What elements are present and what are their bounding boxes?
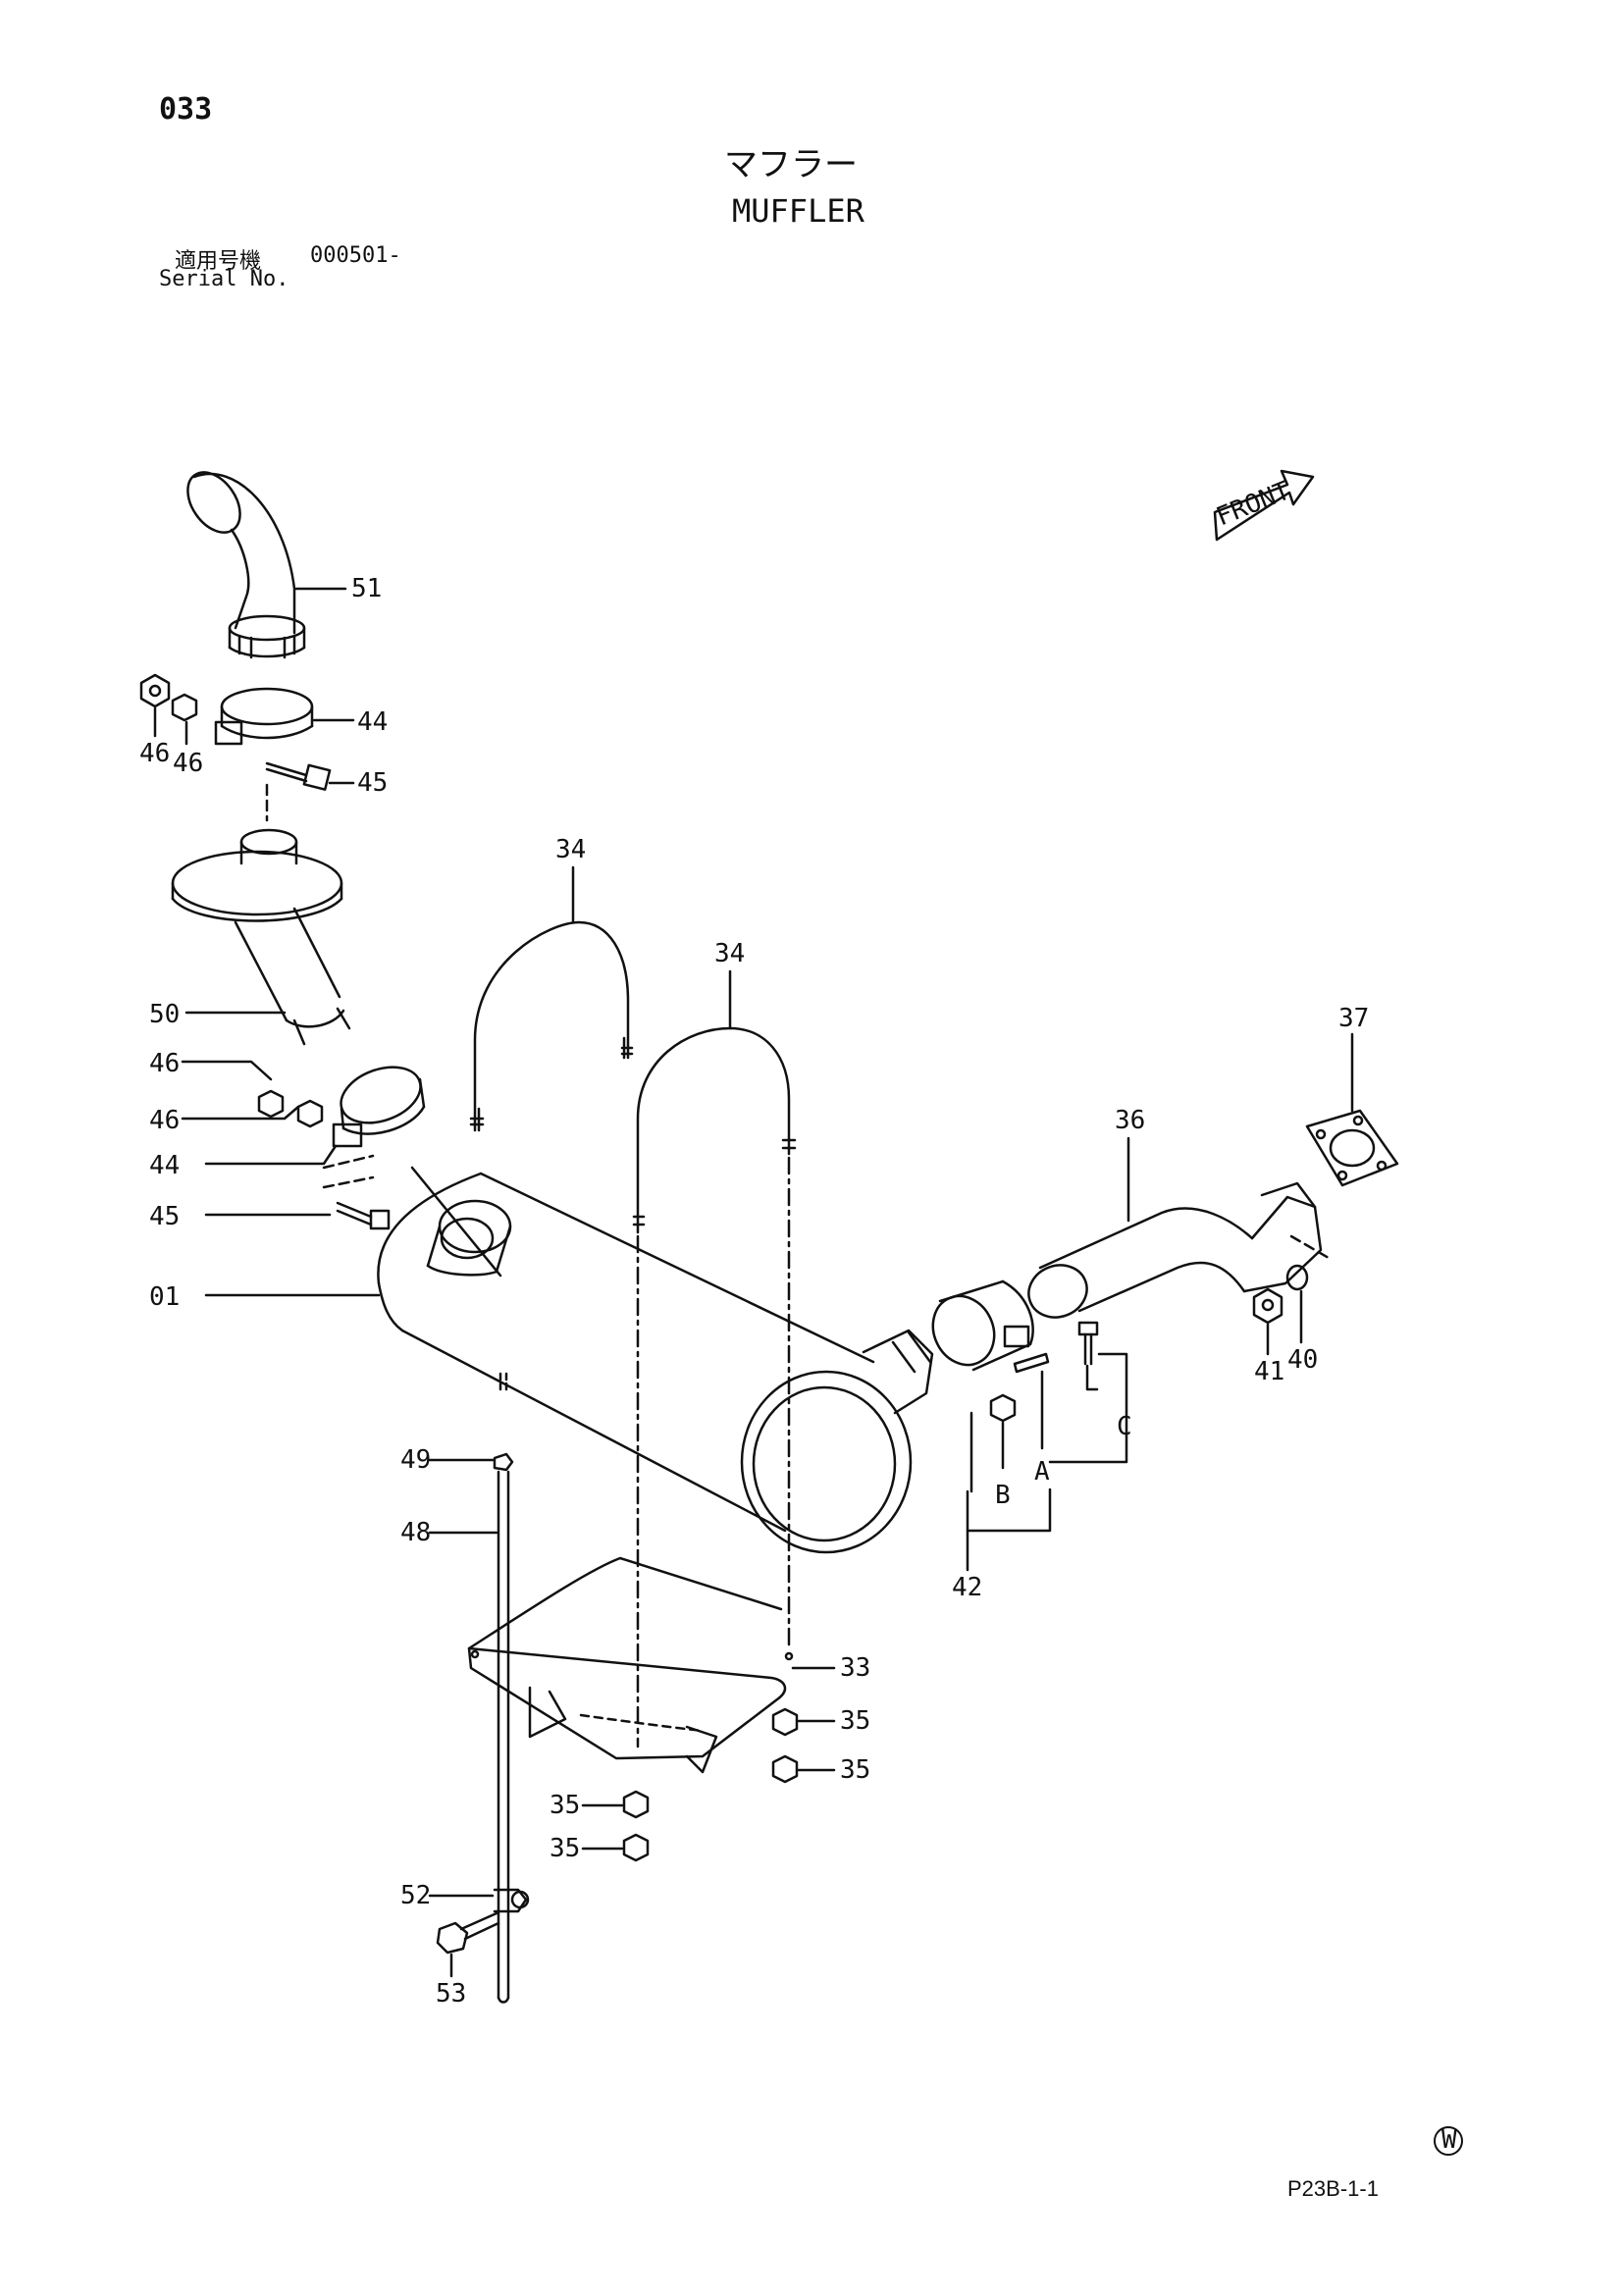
callout-45-top: 45 xyxy=(357,768,388,798)
w-mark-icon xyxy=(1434,2126,1463,2156)
callout-46-a: 46 xyxy=(139,739,170,768)
leader-46-c xyxy=(181,1060,273,1081)
callout-41: 41 xyxy=(1254,1357,1284,1386)
callout-48: 48 xyxy=(400,1518,431,1547)
nut-35-right-2 xyxy=(771,1754,799,1784)
leader-44-mid xyxy=(204,1144,338,1166)
washer-40 xyxy=(1285,1264,1309,1291)
nut-35-left-2 xyxy=(622,1833,650,1862)
drain-tube xyxy=(497,1470,510,2004)
callout-51: 51 xyxy=(351,574,382,603)
gasket xyxy=(1305,1109,1399,1187)
callout-46-d: 46 xyxy=(149,1106,180,1135)
callout-34-a: 34 xyxy=(555,835,586,864)
leader-46-d xyxy=(181,1105,300,1121)
callout-44-top: 44 xyxy=(357,707,388,737)
callout-45-mid: 45 xyxy=(149,1202,180,1231)
bolt-53 xyxy=(436,1911,500,1955)
callout-50: 50 xyxy=(149,1000,180,1029)
clamp-42 xyxy=(931,1279,1050,1374)
nut-35-left-1 xyxy=(622,1790,650,1819)
serial-label-english: Serial No. xyxy=(159,267,289,291)
callout-a: A xyxy=(1034,1457,1050,1487)
u-bolt-2 xyxy=(632,1026,797,1234)
bracket-42 xyxy=(966,1411,1052,1533)
w-mark-letter: W xyxy=(1441,2125,1457,2155)
footer-code: P23B-1-1 xyxy=(1287,2176,1379,2201)
callout-b: B xyxy=(995,1481,1011,1510)
page-number: 033 xyxy=(159,92,213,127)
clamp-mid xyxy=(332,1066,426,1148)
serial-number-value: 000501- xyxy=(310,243,401,268)
callout-42: 42 xyxy=(952,1573,982,1602)
clamp-top xyxy=(214,687,314,746)
muffler-body xyxy=(377,1166,934,1554)
u-bolt-1 xyxy=(469,920,634,1132)
callout-34-b: 34 xyxy=(714,939,745,968)
callout-46-b: 46 xyxy=(173,749,203,778)
bolt-mid xyxy=(336,1201,391,1230)
nut-42 xyxy=(989,1393,1017,1423)
callout-35-b: 35 xyxy=(840,1755,870,1785)
drain-plug xyxy=(493,1372,514,1472)
callout-35-a: 35 xyxy=(840,1706,870,1736)
callout-35-c: 35 xyxy=(550,1791,580,1820)
callout-52: 52 xyxy=(400,1881,431,1910)
title-japanese: マフラー xyxy=(724,145,858,184)
bolt-42 xyxy=(1077,1321,1099,1366)
callout-53: 53 xyxy=(436,1979,466,2009)
callout-36: 36 xyxy=(1115,1106,1145,1135)
callout-44-mid: 44 xyxy=(149,1151,180,1180)
nut-top-1 xyxy=(139,673,171,708)
nut-41 xyxy=(1252,1287,1283,1325)
exhaust-pipe xyxy=(1027,1181,1323,1319)
nut-mid-2 xyxy=(296,1099,324,1128)
flanged-outlet-pipe xyxy=(171,828,351,1046)
bolt-top xyxy=(265,761,332,791)
callout-33: 33 xyxy=(840,1653,870,1683)
nut-top-2 xyxy=(171,693,198,722)
nut-35-right-1 xyxy=(771,1707,799,1737)
guide-clamp-mid xyxy=(322,1154,375,1170)
muffler-bracket xyxy=(467,1556,794,1774)
tail-pipe-elbow xyxy=(186,471,306,659)
bracket-c xyxy=(1048,1352,1128,1464)
callout-40: 40 xyxy=(1287,1345,1318,1375)
callout-46-c: 46 xyxy=(149,1049,180,1078)
callout-c: C xyxy=(1117,1412,1132,1441)
callout-49: 49 xyxy=(400,1445,431,1475)
nut-mid-1 xyxy=(257,1089,285,1119)
front-label: FRONT xyxy=(1212,476,1294,532)
title-english: MUFFLER xyxy=(732,192,864,230)
serial-label-japanese: 適用号機 xyxy=(175,249,262,274)
callout-35-d: 35 xyxy=(550,1834,580,1863)
callout-01: 01 xyxy=(149,1282,180,1312)
callout-37: 37 xyxy=(1338,1004,1369,1033)
tube-clip xyxy=(493,1888,530,1913)
front-arrow-icon xyxy=(1213,469,1315,542)
